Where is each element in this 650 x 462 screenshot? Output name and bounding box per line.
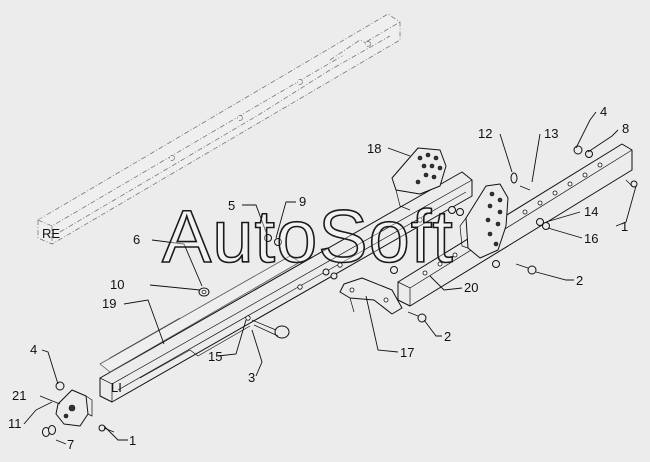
- callout-19: 19: [102, 296, 116, 311]
- mounting-plate-right: [459, 183, 509, 259]
- callout-7: 7: [67, 437, 74, 452]
- callout-2-mid: 2: [444, 329, 451, 344]
- watermark: AutoSoft: [162, 195, 454, 278]
- callout-13: 13: [544, 126, 558, 141]
- side-label-left: LI: [111, 380, 122, 395]
- callout-15: 15: [208, 349, 222, 364]
- callout-6: 6: [133, 232, 140, 247]
- mounting-plate-18: [391, 147, 447, 211]
- callout-2-rear: 2: [576, 273, 583, 288]
- coupling-block-21: [55, 389, 93, 427]
- callout-4-rear: 4: [600, 104, 607, 119]
- callout-10: 10: [110, 277, 124, 292]
- right-frame-rail-ghost: [37, 13, 401, 245]
- leader-lines: [23, 111, 637, 445]
- callout-14: 14: [584, 204, 598, 219]
- callout-16: 16: [584, 231, 598, 246]
- callout-18: 18: [367, 141, 381, 156]
- callout-1-front: 1: [129, 433, 136, 448]
- callout-numbers: 1 1 2 2 3 4 4 5 6 7 8 9 10 11 12 13 14 1…: [8, 104, 629, 452]
- cross-bracket-17: [339, 277, 403, 315]
- callout-17: 17: [400, 345, 414, 360]
- side-label-right: RE: [42, 226, 60, 241]
- callout-12: 12: [478, 126, 492, 141]
- fasteners: [35, 145, 638, 437]
- callout-9: 9: [299, 194, 306, 209]
- callout-20: 20: [464, 280, 478, 295]
- callout-11: 11: [8, 416, 22, 431]
- callout-5: 5: [228, 198, 235, 213]
- callout-8: 8: [622, 121, 629, 136]
- callout-1-rear: 1: [621, 219, 628, 234]
- callout-3: 3: [248, 370, 255, 385]
- callout-4-front: 4: [30, 342, 37, 357]
- callout-21: 21: [12, 388, 26, 403]
